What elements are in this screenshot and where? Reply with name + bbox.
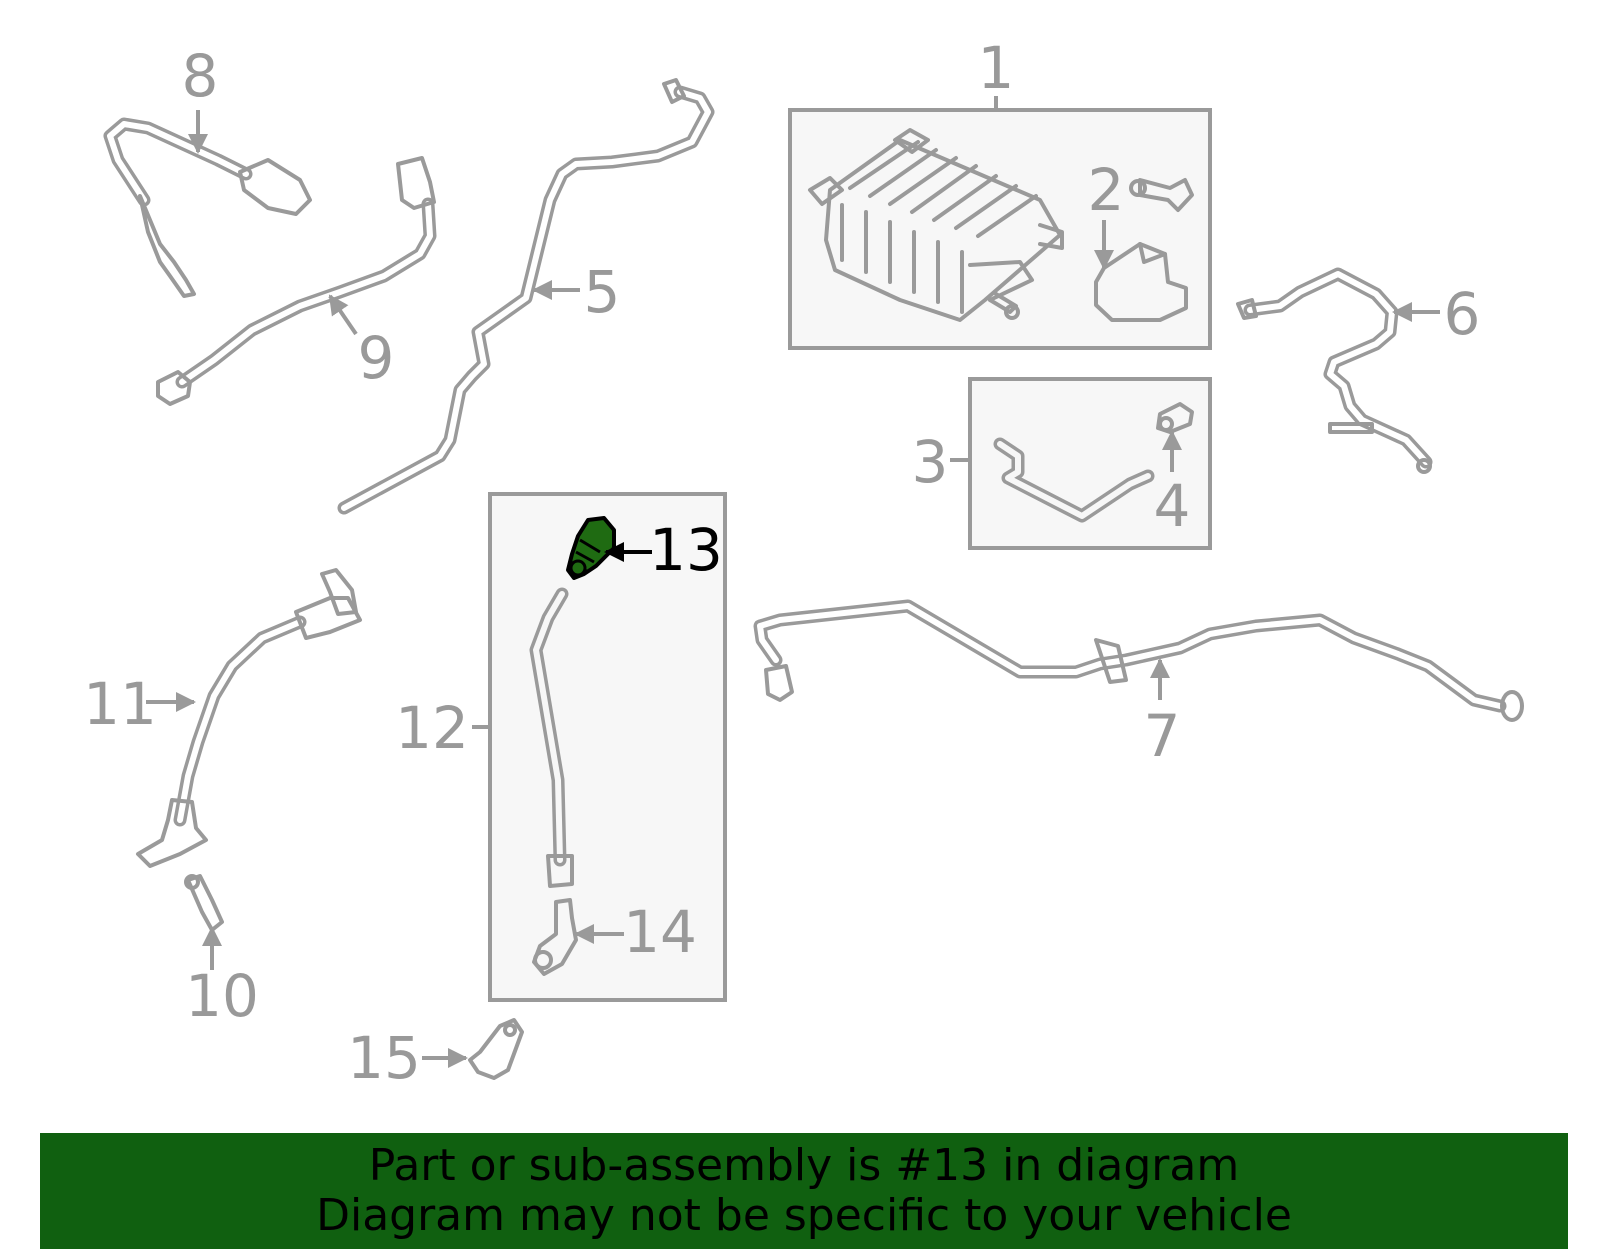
- charcoal-canister: [808, 128, 1064, 322]
- callout-13: 13: [649, 516, 723, 584]
- info-banner: Part or sub-assembly is #13 in diagram D…: [40, 1133, 1568, 1249]
- callout-8: 8: [182, 42, 219, 110]
- callout-2: 2: [1088, 156, 1125, 224]
- vent-hose-box: [472, 492, 727, 1002]
- sensor-part-10: [184, 874, 224, 970]
- callout-12: 12: [395, 694, 469, 762]
- sensor-harness-part-9: [156, 156, 437, 406]
- highlighted-part-13: [566, 516, 616, 580]
- callout-7: 7: [1144, 702, 1181, 770]
- hose-assembly-box: [950, 377, 1212, 550]
- oxygen-sensor-part-8: [103, 110, 312, 298]
- callout-4: 4: [1154, 472, 1191, 540]
- callout-1: 1: [978, 34, 1015, 102]
- canister-assembly-box: [788, 96, 1212, 350]
- callout-6: 6: [1444, 280, 1481, 348]
- fuel-line-part-7: [753, 599, 1524, 722]
- callout-15: 15: [347, 1024, 421, 1092]
- hose-part-6: [1236, 267, 1440, 474]
- purge-valve-part-2: [1094, 178, 1194, 322]
- clip-part-15: [422, 1018, 524, 1080]
- callout-11: 11: [83, 670, 157, 738]
- callout-10: 10: [185, 962, 259, 1030]
- callout-3: 3: [912, 428, 949, 496]
- vapor-line-part-5: [337, 78, 715, 515]
- callout-5: 5: [584, 258, 621, 326]
- callout-14: 14: [623, 898, 697, 966]
- sensor-harness-part-11: [136, 568, 362, 868]
- banner-line-1: Part or sub-assembly is #13 in diagram: [368, 1140, 1240, 1191]
- elbow-connector-part-14: [532, 898, 578, 976]
- banner-line-2: Diagram may not be specific to your vehi…: [316, 1190, 1292, 1241]
- callout-9: 9: [358, 324, 395, 392]
